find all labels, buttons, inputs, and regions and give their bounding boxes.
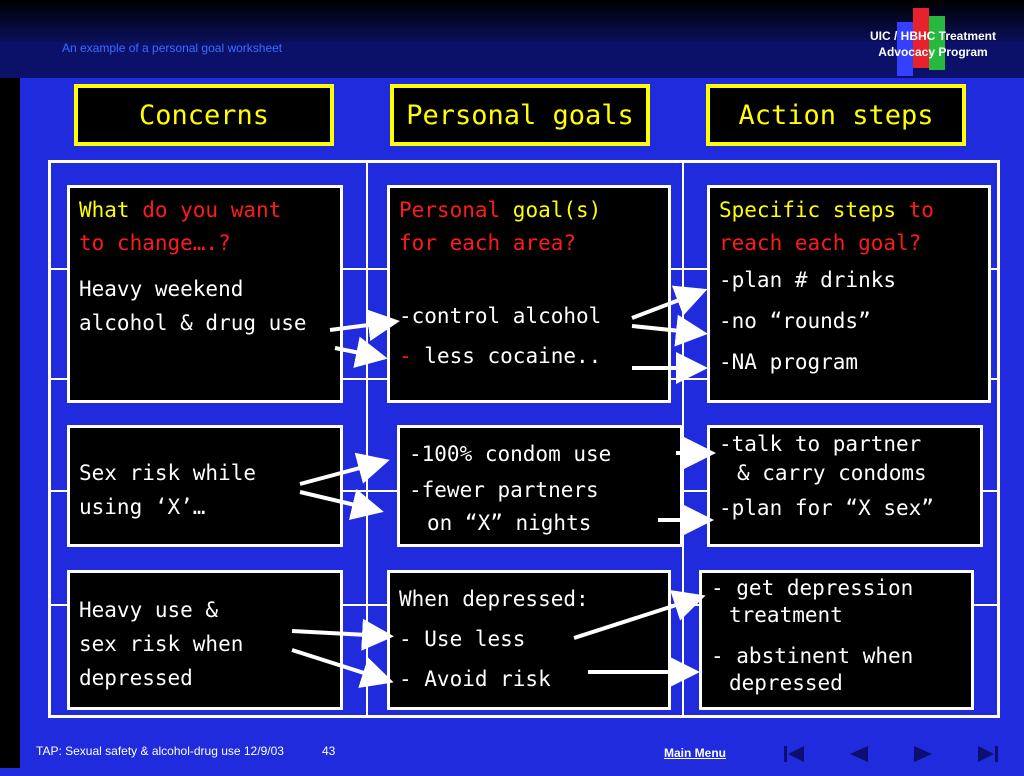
header-action-steps: Action steps [706,84,966,146]
logo-line-1: UIC / HBHC Treatment [869,29,997,43]
steps-box-2: -talk to partner & carry condoms -plan f… [707,425,983,547]
concern-question: do you want [129,198,282,222]
concern-question-word: What [79,198,130,222]
goal-question: goal(s) [500,198,602,222]
first-slide-icon[interactable] [778,740,810,768]
step-line: -plan # drinks [719,268,897,292]
goal-box-2: -100% condom use -fewer partners on “X” … [397,425,683,547]
arrow [573,590,706,640]
concern-line: alcohol & drug use [79,311,307,335]
goal-line: - Avoid risk [399,667,551,691]
step-line: -NA program [719,350,859,374]
header-personal-goals: Personal goals [390,84,650,146]
steps-question-word: Specific steps [719,198,897,222]
arrow [329,309,400,341]
grid-divider [366,160,368,718]
concern-box-3: Heavy use & sex risk when depressed [67,570,343,710]
arrow [631,314,708,347]
steps-box-3: - get depression treatment - abstinent w… [699,570,974,710]
steps-question: to [896,198,934,222]
page-number: 43 [322,744,336,758]
top-dark-band [0,0,1024,42]
steps-question-line2: reach each goal? [719,231,922,255]
concern-line: Heavy weekend [79,277,244,301]
step-line: & carry condoms [737,461,927,485]
main-menu-link[interactable]: Main Menu [664,746,726,760]
steps-box-1: Specific steps to reach each goal? -plan… [707,185,991,403]
goal-box-1: Personal goal(s) for each area? -control… [387,185,671,403]
concern-line: depressed [79,666,193,690]
step-line: -no “rounds” [719,309,871,333]
header-concerns: Concerns [74,84,334,146]
goal-line: -control alcohol [399,304,602,328]
goal-line: less cocaine.. [424,344,602,368]
goal-line: -100% condom use [409,442,612,466]
concern-box-2: Sex risk while using ‘X’… [67,425,343,547]
goal-line: -fewer partners [409,478,599,502]
logo-text: UIC / HBHC Treatment Advocacy Program [838,28,1024,60]
concern-line: Heavy use & [79,598,219,622]
goal-question-word: Personal [399,198,501,222]
concern-line: sex risk when [79,632,244,656]
goal-dash: - [399,344,425,368]
logo-line-2: Advocacy Program [878,45,988,59]
goal-box-3: When depressed: - Use less - Avoid risk [387,570,671,710]
concern-line: Sex risk while [79,461,257,485]
step-line: depressed [729,671,843,695]
worksheet-grid [48,160,1000,718]
arrow [291,618,394,651]
goal-line: - Use less [399,627,526,651]
concern-question-line2: to change….? [79,231,231,255]
next-slide-icon[interactable] [908,740,940,768]
goal-line: on “X” nights [427,511,592,535]
footer-text: TAP: Sexual safety & alcohol-drug use 12… [36,744,284,758]
step-line: -talk to partner [719,432,922,456]
left-dark-band [0,0,20,768]
grid-divider [682,160,684,718]
step-line: treatment [729,603,843,627]
arrow [299,452,390,486]
arrow [299,488,384,521]
arrow [291,648,394,688]
arrow [334,336,388,368]
step-line: - get depression [711,576,914,600]
goal-question-line2: for each area? [399,231,577,255]
program-logo [897,8,945,76]
slide-subtitle: An example of a personal goal worksheet [62,41,283,55]
arrow [631,285,708,320]
previous-slide-icon[interactable] [842,740,874,768]
concern-box-1: What do you want to change….? Heavy week… [67,185,343,403]
concern-line: using ‘X’… [79,495,206,519]
step-line: - abstinent when [711,644,914,668]
last-slide-icon[interactable] [972,740,1004,768]
top-subband [0,42,1024,78]
step-line: -plan for “X sex” [719,496,934,520]
goal-line: When depressed: [399,587,589,611]
